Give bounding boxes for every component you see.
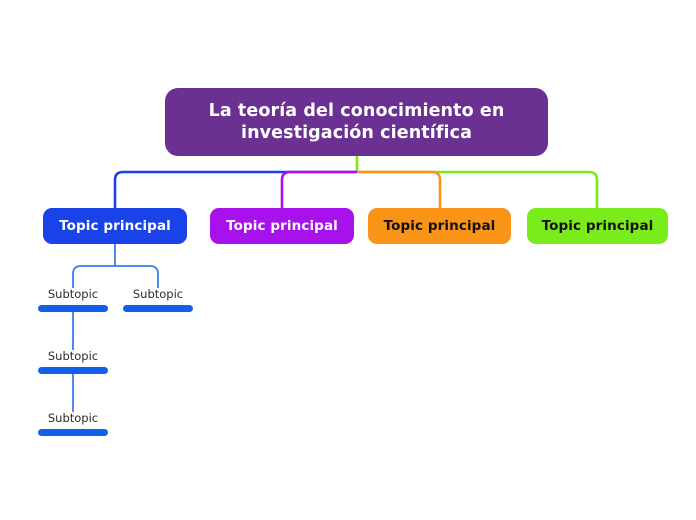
subtopic-node-4-bar xyxy=(38,428,108,436)
topic-node-3[interactable]: Topic principal xyxy=(368,208,511,244)
subtopic-node-2[interactable]: Subtopic xyxy=(123,288,193,312)
subtopic-node-3-label: Subtopic xyxy=(47,349,99,363)
subtopic-node-1[interactable]: Subtopic xyxy=(38,288,108,312)
subtopic-node-2-bar xyxy=(123,304,193,312)
topic-node-1[interactable]: Topic principal xyxy=(43,208,187,244)
topic-node-3-label: Topic principal xyxy=(383,218,496,234)
subtopic-node-1-bar xyxy=(38,304,108,312)
connector-blue xyxy=(113,170,357,208)
topic-node-4[interactable]: Topic principal xyxy=(527,208,668,244)
subtopic-node-2-label: Subtopic xyxy=(132,287,184,301)
subtopic-node-3[interactable]: Subtopic xyxy=(38,350,108,374)
connector-purple xyxy=(280,170,357,208)
connector-green xyxy=(357,170,599,208)
connector-orange xyxy=(357,170,442,208)
root-node[interactable]: La teoría del conocimiento en investigac… xyxy=(165,88,548,156)
subtopic-node-3-bar xyxy=(38,366,108,374)
subtopic-node-1-label: Subtopic xyxy=(47,287,99,301)
topic-node-2[interactable]: Topic principal xyxy=(210,208,354,244)
topic-node-4-label: Topic principal xyxy=(541,218,654,234)
connector-subtopic-fork-right xyxy=(115,265,159,288)
subtopic-node-4-label: Subtopic xyxy=(47,411,99,425)
connector-subtopic-fork-left xyxy=(72,265,115,288)
root-node-label: La teoría del conocimiento en investigac… xyxy=(208,100,505,143)
subtopic-node-4[interactable]: Subtopic xyxy=(38,412,108,436)
topic-node-1-label: Topic principal xyxy=(59,218,171,234)
topic-node-2-label: Topic principal xyxy=(226,218,338,234)
